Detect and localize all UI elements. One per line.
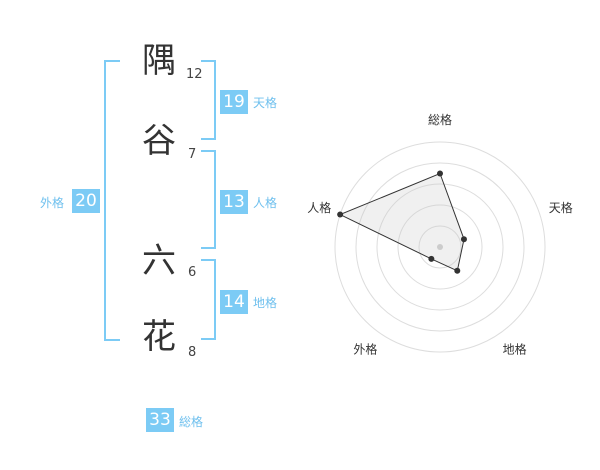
gaikaku-label: 外格 bbox=[40, 196, 65, 210]
chikaku-value-badge: 14 bbox=[220, 290, 248, 314]
chikaku-label: 地格 bbox=[253, 296, 278, 310]
tenkaku-label: 天格 bbox=[253, 96, 278, 110]
jinkaku-label: 人格 bbox=[253, 196, 278, 210]
gaikaku-value-badge: 20 bbox=[72, 189, 100, 213]
radar-point-1 bbox=[437, 170, 443, 177]
name-char-2: 谷 bbox=[142, 121, 176, 161]
radar-axis-label: 地格 bbox=[503, 342, 527, 357]
radar-axis-label: 人格 bbox=[307, 200, 331, 215]
radar-ring bbox=[418, 225, 462, 269]
radar-axis-label: 天格 bbox=[549, 200, 573, 215]
chikaku-bracket bbox=[201, 259, 216, 340]
radar-axis-label: 外格 bbox=[353, 342, 377, 357]
jinkaku-value-badge: 13 bbox=[220, 190, 248, 214]
radar-center-dot bbox=[437, 244, 443, 250]
tenkaku-bracket bbox=[201, 60, 216, 140]
radar-axis-label: 総格 bbox=[428, 112, 452, 127]
name-char-4: 花 bbox=[142, 317, 176, 357]
radar-point-3 bbox=[454, 267, 461, 274]
soukaku-value-badge: 33 bbox=[146, 408, 174, 432]
radar-area bbox=[338, 172, 465, 272]
stroke-count-4: 8 bbox=[188, 345, 197, 360]
gaikaku-bracket bbox=[104, 60, 120, 341]
stroke-count-3: 6 bbox=[188, 265, 197, 280]
name-char-3: 六 bbox=[142, 241, 176, 281]
radar-ring bbox=[376, 183, 504, 311]
radar-point-4 bbox=[428, 255, 435, 262]
stroke-count-1: 12 bbox=[186, 67, 203, 82]
radar-point-5 bbox=[337, 211, 344, 218]
tenkaku-value-badge: 19 bbox=[220, 90, 248, 114]
radar-ring bbox=[334, 141, 546, 353]
radar-ring bbox=[397, 204, 483, 290]
stroke-count-2: 7 bbox=[188, 147, 197, 162]
radar-ring bbox=[355, 162, 525, 332]
name-char-1: 隅 bbox=[142, 41, 176, 81]
radar-point-2 bbox=[460, 236, 467, 243]
soukaku-label: 総格 bbox=[179, 415, 204, 429]
jinkaku-bracket bbox=[201, 150, 216, 249]
